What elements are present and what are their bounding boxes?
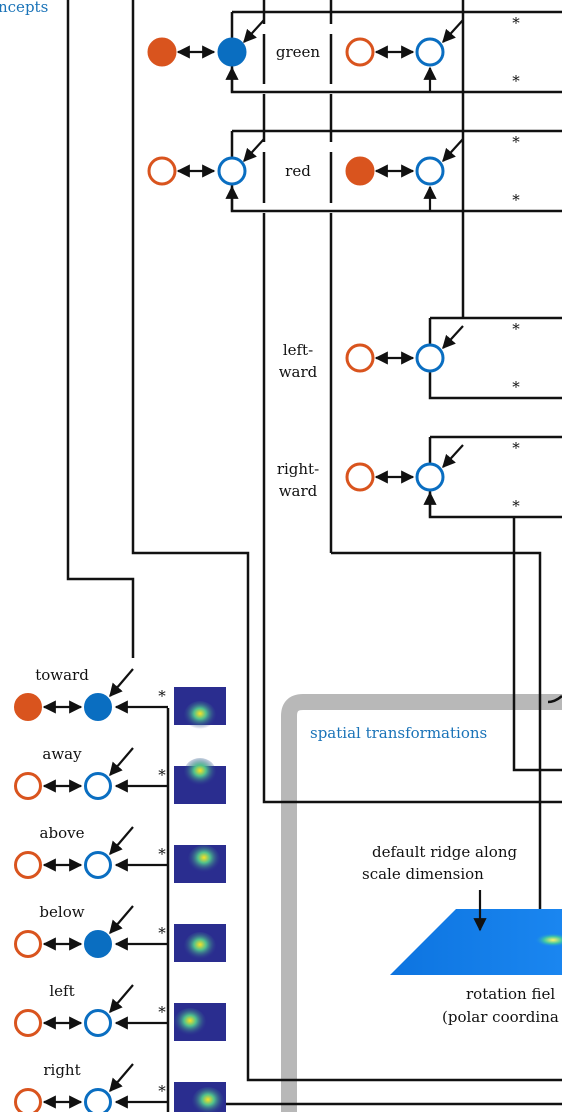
relation-field-highlight [184,758,216,786]
rotation-field-plane [390,909,562,975]
red-label: red [285,162,311,180]
relation-row-toward: toward * [14,666,226,729]
leftward-box [428,316,562,400]
relation-label: right [43,1061,80,1079]
relation-field-highlight [192,1087,224,1112]
relation-target-node[interactable] [84,772,112,800]
relation-star: * [158,845,166,863]
relation-source-node[interactable] [14,851,42,879]
rightward-box [428,435,562,519]
relation-star: * [158,687,166,705]
relation-input-arrow [109,747,134,777]
relation-star: * [158,1082,166,1100]
leftward-star-top: * [512,320,520,338]
leftward-label-line1: left- [283,341,313,359]
red-source-node[interactable] [147,156,177,186]
relation-row-away: away * [14,745,226,804]
green-target-node[interactable] [217,37,247,67]
relation-label: below [39,903,84,921]
relation-star: * [158,924,166,942]
field-caption-line2: (polar coordina [442,1008,559,1026]
rightward-star-top: * [512,439,520,457]
relation-source-node[interactable] [14,772,42,800]
green-star-bottom: * [512,72,520,90]
green-source-node[interactable] [147,37,177,67]
relation-list: toward * away * above * below * left * right * [14,666,226,1112]
relation-star: * [158,1003,166,1021]
green-label: green [276,43,321,61]
relation-field-highlight [188,845,220,873]
relation-source-node[interactable] [14,693,42,721]
concepts-section-title: ncepts [0,0,48,16]
green-right-input-arrow [442,19,464,43]
relation-row-above: above * [14,824,226,883]
line-gaps [260,24,335,213]
red-star-top: * [512,133,520,151]
relation-target-node[interactable] [84,851,112,879]
red-input-arrow [243,138,265,162]
relation-target-node[interactable] [84,1088,112,1112]
leftward-target-node[interactable] [415,343,445,373]
leftward-source-node[interactable] [345,343,375,373]
relation-source-node[interactable] [14,1009,42,1037]
relation-star: * [158,766,166,784]
ridge-annotation-line2: scale dimension [362,865,484,883]
relation-input-arrow [109,1063,134,1093]
leftward-input-arrow [442,325,464,349]
field-caption-line1: rotation fiel [466,985,555,1003]
rightward-star-bottom: * [512,497,520,515]
ridge-annotation-line1: default ridge along [372,843,517,861]
relation-target-node[interactable] [84,693,112,721]
leftward-label-line2: ward [279,363,318,381]
relation-input-arrow [109,984,134,1014]
rightward-label-line1: right- [277,460,319,478]
red-right-input-arrow [442,138,464,162]
relation-row-left: left * [14,982,226,1041]
relation-label: toward [35,666,89,684]
rightward-target-node[interactable] [415,462,445,492]
spatial-section-border [281,694,562,1112]
green-right-target-node[interactable] [415,37,445,67]
relation-label: above [40,824,85,842]
red-right-target-node[interactable] [415,156,445,186]
relation-target-node[interactable] [84,1009,112,1037]
red-right-source-node[interactable] [345,156,375,186]
relation-row-below: below * [14,903,226,962]
relation-source-node[interactable] [14,930,42,958]
relation-field-highlight [174,1008,206,1036]
relation-source-node[interactable] [14,1088,42,1112]
green-right-source-node[interactable] [345,37,375,67]
green-star-top: * [512,14,520,32]
rightward-input-arrow [442,444,464,468]
red-star-bottom: * [512,191,520,209]
green-input-arrow [243,19,265,43]
relation-label: left [49,982,74,1000]
relation-input-arrow [109,668,134,698]
routing-lines [66,0,562,1112]
relation-target-node[interactable] [84,930,112,958]
relation-row-right: right * [14,1061,226,1112]
relation-label: away [42,745,82,763]
relation-field-highlight [184,932,216,960]
rightward-source-node[interactable] [345,462,375,492]
relation-input-arrow [109,826,134,856]
spatial-section-title: spatial transformations [310,724,487,742]
rightward-label-line2: ward [279,482,318,500]
red-target-node[interactable] [217,156,247,186]
relation-field-highlight [184,701,216,729]
leftward-star-bottom: * [512,378,520,396]
field-ridge-glow [535,933,562,947]
relation-input-arrow [109,905,134,935]
